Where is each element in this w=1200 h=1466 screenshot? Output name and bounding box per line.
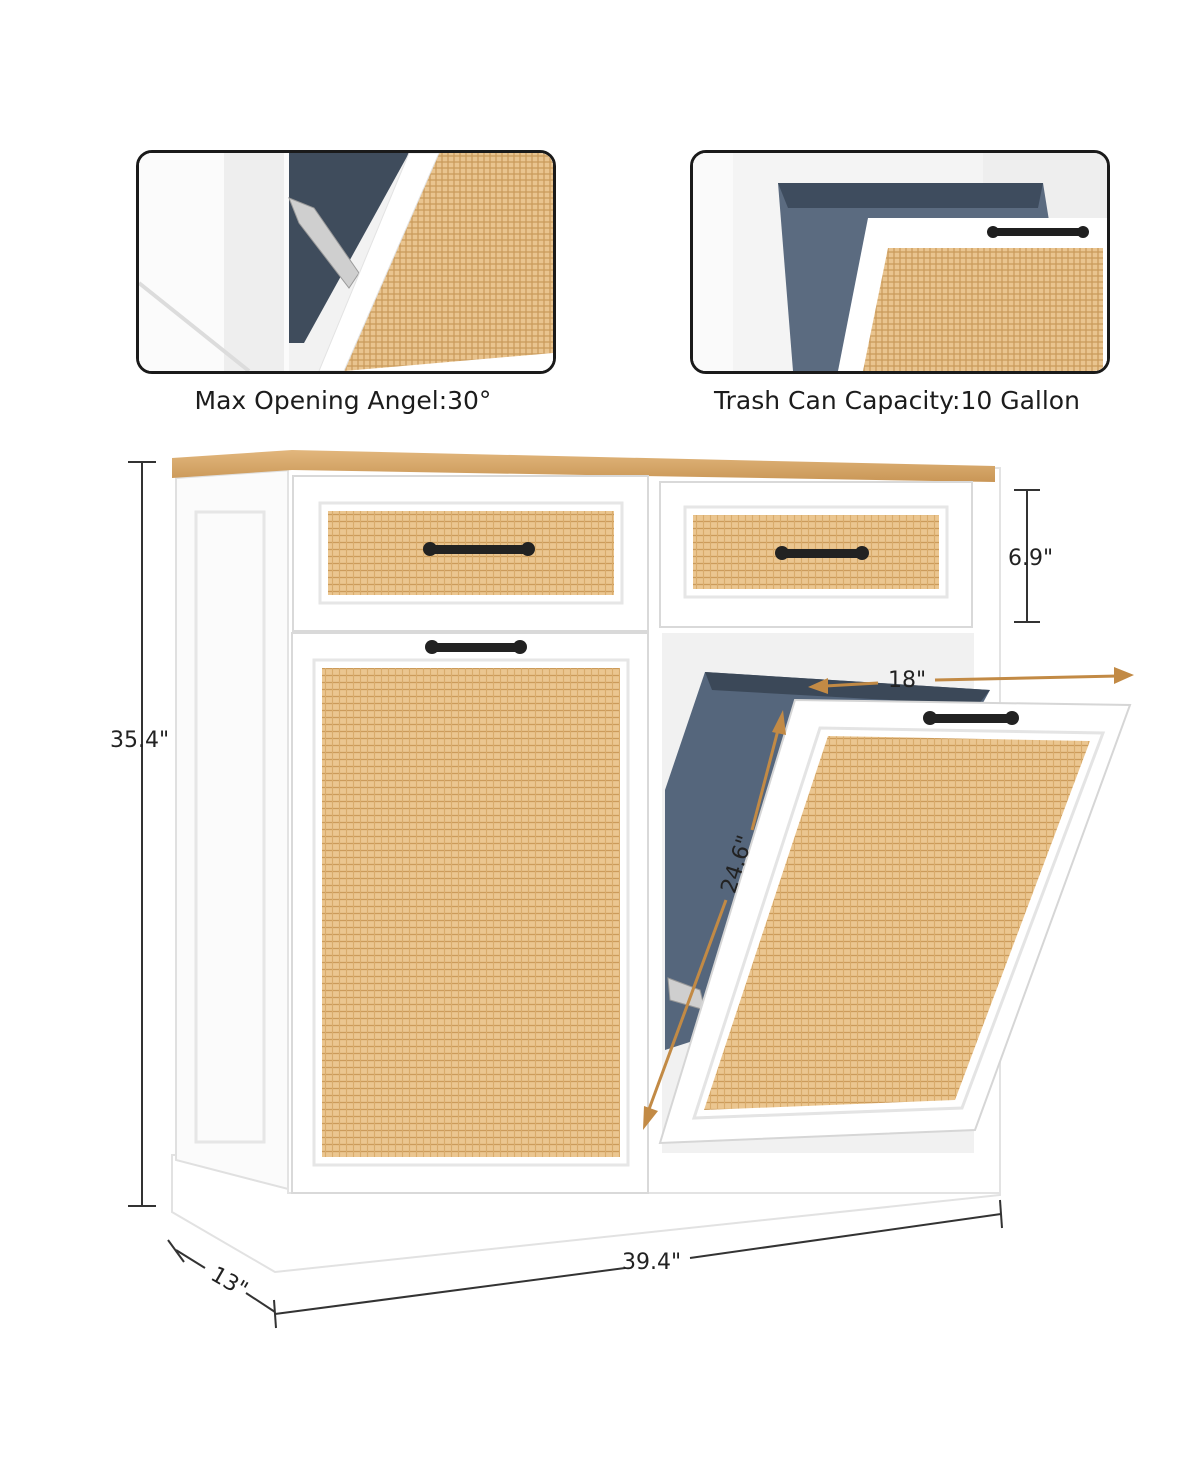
width-label: 39.4": [622, 1250, 682, 1275]
drawer-height-label: 6.9": [1008, 546, 1054, 571]
bin-width-label: 18": [888, 668, 927, 693]
opening-angle-caption: Max Opening Angel:30°: [194, 386, 492, 415]
trash-can-capacity-detail-image: [690, 150, 1110, 374]
bin-height-arrow: [643, 710, 786, 1130]
drawer-height-dimension-line: [1014, 489, 1040, 623]
cabinet-side-panel: [175, 468, 293, 1192]
depth-dimension-line: [167, 1239, 276, 1313]
bin-width-arrow: [808, 667, 1134, 694]
wooden-top: [172, 450, 995, 482]
trash-can-capacity-caption: Trash Can Capacity:10 Gallon: [714, 386, 1080, 415]
width-dimension-line: [273, 1199, 1003, 1329]
height-dimension-line: [128, 461, 156, 1207]
opening-angle-detail-image: [136, 150, 556, 374]
height-label: 35.4": [110, 728, 170, 753]
